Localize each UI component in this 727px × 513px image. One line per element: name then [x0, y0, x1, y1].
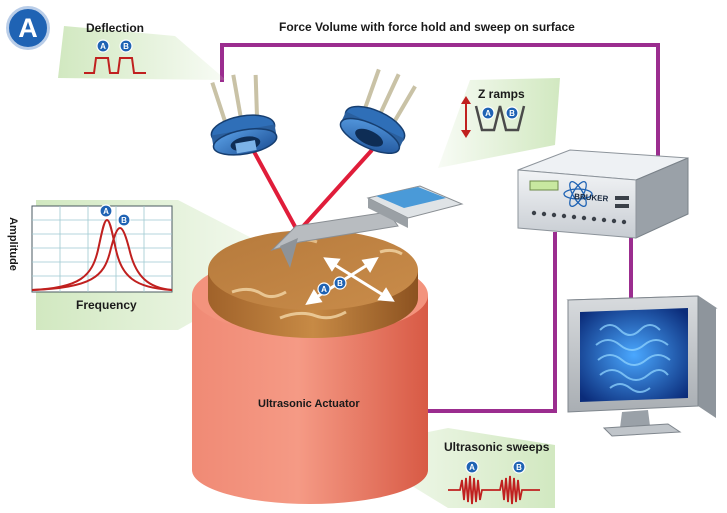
probe-chip-top [376, 187, 446, 208]
marker-a-ultrasonic: A [465, 460, 479, 474]
marker-label: A [469, 463, 475, 472]
laser-beam-reflected [296, 148, 374, 234]
marker-a-amplitude: A [99, 204, 113, 218]
markers: A B A B A B A B A B [96, 39, 526, 474]
ultrasonic-sweeps-label: Ultrasonic sweeps [444, 440, 550, 454]
marker-label: A [103, 207, 109, 216]
amplitude-label: Amplitude [6, 217, 19, 271]
diagram-title: Force Volume with force hold and sweep o… [279, 20, 575, 34]
cantilever-tip [280, 238, 298, 268]
marker-b-sample: B [333, 276, 347, 290]
ultrasonic-actuator-label: Ultrasonic Actuator [258, 398, 360, 410]
ultrasonic-waveform [448, 475, 540, 505]
controller-buttons [531, 210, 627, 225]
cantilever [270, 185, 464, 268]
frequency-label: Frequency [76, 298, 137, 312]
marker-label: B [123, 42, 129, 51]
sample-disc [208, 230, 418, 338]
deflection-label: Deflection [86, 21, 145, 35]
marker-label: B [121, 216, 127, 225]
deflection-waveform [84, 57, 146, 74]
marker-a-sample: A [317, 282, 331, 296]
brand-logo-atom [563, 180, 593, 208]
resonance-curve-a [31, 218, 173, 291]
marker-label: A [321, 285, 327, 294]
screen-pattern [595, 324, 671, 393]
wire-to-actuator [422, 232, 557, 413]
monitor [566, 295, 718, 437]
marker-a-zramps: A [481, 106, 495, 120]
marker-label: B [337, 279, 343, 288]
laser-diode-left [210, 74, 278, 156]
marker-label: B [509, 109, 515, 118]
controller-box [517, 149, 689, 239]
marker-a-deflection: A [96, 39, 110, 53]
wire-top [220, 43, 660, 160]
laser-beam-incoming [250, 147, 300, 233]
signal-wires [220, 43, 660, 413]
z-ramps-waveform [461, 96, 526, 138]
amplitude-chart [31, 205, 173, 293]
monitor-screen [580, 308, 688, 402]
marker-label: B [516, 463, 522, 472]
marker-b-zramps: B [505, 106, 519, 120]
marker-label: A [485, 109, 491, 118]
marker-b-amplitude: B [117, 213, 131, 227]
marker-b-deflection: B [119, 39, 133, 53]
marker-b-ultrasonic: B [512, 460, 526, 474]
laser-beams [250, 147, 374, 234]
resonance-curve-b [31, 226, 173, 291]
callout-deflection [58, 26, 226, 80]
z-ramps-label: Z ramps [478, 87, 525, 101]
probe-chip-side [368, 198, 408, 228]
laser-diode-right [339, 68, 417, 154]
panel-letter-badge: A [6, 6, 50, 50]
brand-name: BRUKER [574, 192, 609, 203]
marker-label: A [100, 42, 106, 51]
